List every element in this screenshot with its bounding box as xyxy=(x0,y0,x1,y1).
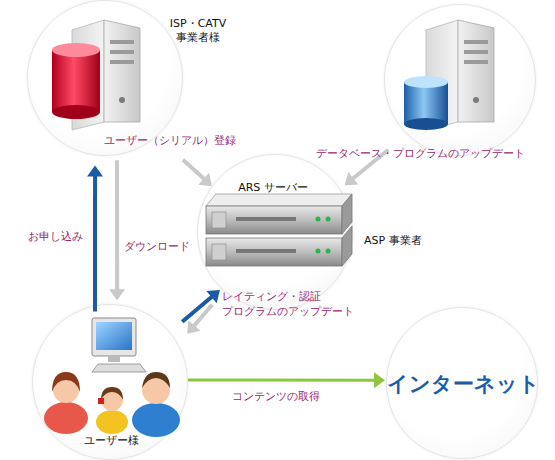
arrow-head xyxy=(109,289,125,300)
isp-server-icon xyxy=(52,20,140,130)
flow-arrow xyxy=(188,372,385,388)
node-text: インターネット xyxy=(387,371,539,397)
arrow-shaft xyxy=(93,174,97,311)
flow-arrow xyxy=(187,305,212,334)
arrow-shaft xyxy=(183,160,205,180)
arrow-head xyxy=(374,372,385,388)
arrow-shaft xyxy=(115,160,119,291)
arrow-head xyxy=(345,172,359,185)
node-text: ユーザー様 xyxy=(61,434,161,448)
rack-server-icon xyxy=(206,194,352,266)
arrow-head xyxy=(206,290,220,303)
edge-label: データベース・プログラムのアップデート xyxy=(316,146,552,161)
node-text: ASP 事業者 xyxy=(364,234,444,248)
arrow-shaft xyxy=(188,378,376,381)
user-people-icon xyxy=(44,372,180,437)
flow-arrow xyxy=(109,160,125,300)
arrow-shaft xyxy=(193,305,212,327)
edge-label: コンテンツの取得 xyxy=(232,389,342,404)
flow-arrow xyxy=(183,160,212,186)
node-text: ISP・CATV 事業者様 xyxy=(156,17,240,45)
edge-label: お申し込み xyxy=(28,229,94,244)
arrow-head xyxy=(198,173,212,186)
user-pc-icon xyxy=(92,318,146,372)
database-server-icon xyxy=(404,20,494,130)
node-text: ARS サーバー xyxy=(226,181,320,195)
node-circle: インターネット xyxy=(386,307,538,459)
edge-label: レイティング・認証 プログラムのアップデート xyxy=(222,289,367,319)
flow-arrow xyxy=(87,165,103,311)
arrow-head xyxy=(187,320,200,334)
edge-label: ダウンロード xyxy=(124,239,200,254)
arrow-head xyxy=(87,165,103,176)
edge-label: ユーザー（シリアル）登録 xyxy=(104,133,274,148)
